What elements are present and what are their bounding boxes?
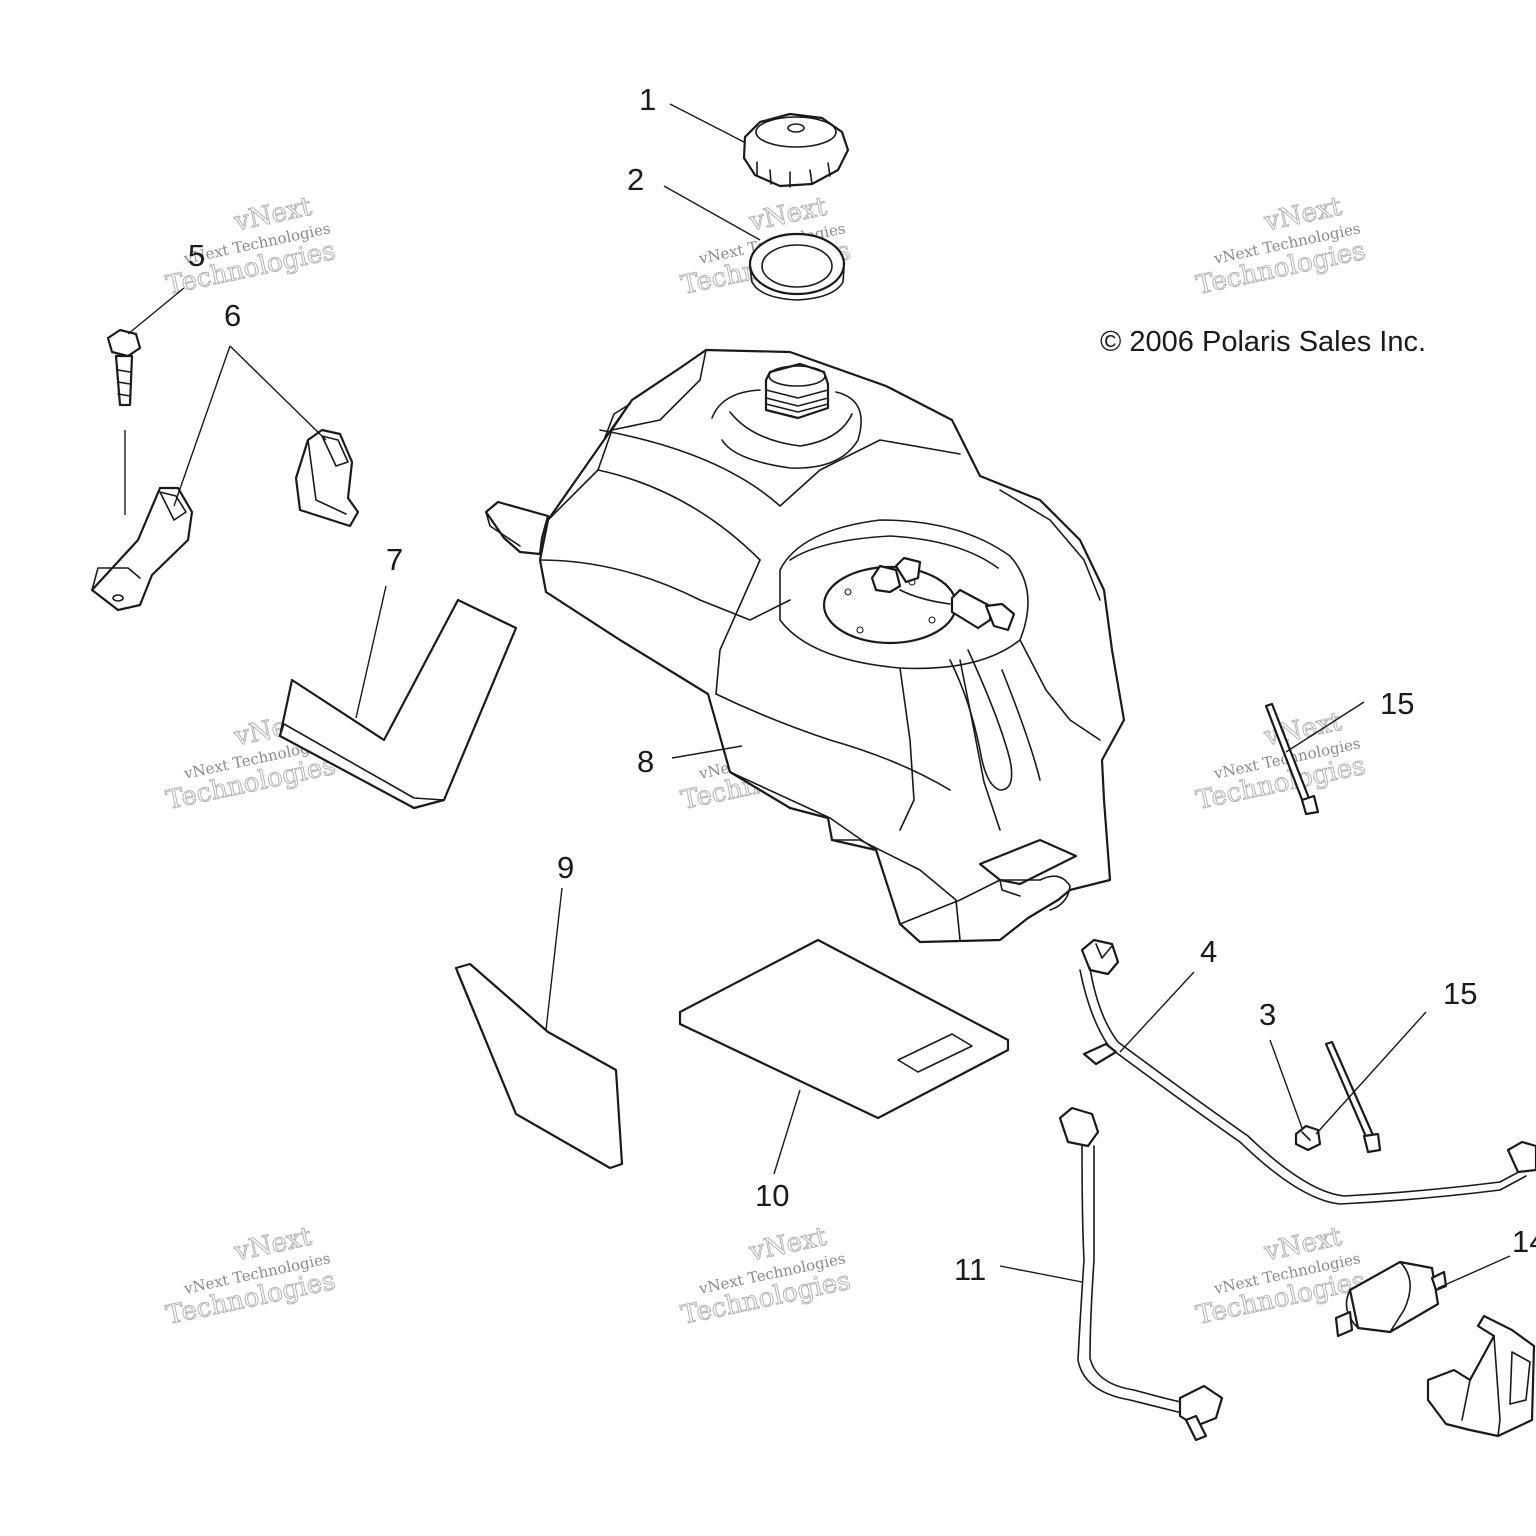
cable-tie-lower	[1324, 1040, 1382, 1154]
fuel-line-short	[1058, 1106, 1224, 1442]
fuel-filter	[1334, 1260, 1448, 1338]
callout-5: 5	[188, 238, 205, 273]
tank-pad-small	[454, 962, 624, 1170]
callout-7: 7	[386, 542, 403, 577]
leader-11	[999, 1265, 1083, 1283]
watermark-bottom-right: vNext vNext Technologies Technologies	[1193, 1221, 1369, 1331]
tank-shield-plate	[678, 938, 1010, 1120]
hose-clamp	[1294, 1124, 1322, 1152]
callout-6: 6	[224, 298, 241, 333]
leader-9	[545, 887, 563, 1031]
leader-4	[1119, 971, 1195, 1053]
fuel-tank	[484, 348, 1126, 944]
watermark-bottom-left: vNext vNext Technologies Technologies	[163, 1221, 339, 1331]
leader-5	[127, 287, 185, 335]
leader-3	[1269, 1039, 1303, 1129]
callout-4: 4	[1200, 934, 1217, 969]
cable-tie-upper	[1264, 702, 1320, 816]
leader-15b	[1315, 1011, 1427, 1135]
leader-2	[663, 185, 761, 241]
leader-7	[355, 585, 387, 719]
callout-numbers: 1 2 3 4 5 6 7 8 9 10 11 14 15 15	[188, 82, 1536, 1287]
leader-lines	[127, 103, 1511, 1289]
callout-15-lower: 15	[1443, 976, 1477, 1011]
callout-14: 14	[1512, 1224, 1536, 1259]
leader-6a	[173, 345, 231, 507]
callout-8: 8	[637, 744, 654, 779]
leader-8	[671, 745, 743, 759]
copyright-notice: © 2006 Polaris Sales Inc.	[1100, 326, 1426, 358]
callout-10: 10	[755, 1178, 789, 1213]
callout-2: 2	[627, 162, 644, 197]
fuel-cap	[742, 112, 850, 188]
fuel-line-long	[1079, 938, 1536, 1205]
callout-9: 9	[557, 850, 574, 885]
leader-10	[773, 1089, 801, 1175]
callout-11: 11	[954, 1252, 986, 1287]
fuel-filter-clip	[1426, 1314, 1536, 1438]
mounting-bolt	[106, 328, 142, 515]
callout-3: 3	[1259, 997, 1276, 1032]
leader-15a	[1285, 701, 1365, 753]
watermark-bottom-center: vNext vNext Technologies Technologies	[678, 1221, 854, 1331]
tank-bracket-left	[90, 486, 194, 612]
fuel-cap-gasket	[748, 232, 846, 301]
tank-pad-l	[278, 598, 518, 810]
watermark-top-right: vNext vNext Technologies Technologies	[1193, 191, 1369, 301]
leader-1	[669, 103, 745, 143]
callout-1: 1	[639, 82, 656, 117]
leader-6b	[229, 345, 327, 441]
callout-15-upper: 15	[1380, 686, 1414, 721]
tank-bracket-right	[294, 428, 360, 528]
watermark-top-left: vNext vNext Technologies Technologies	[163, 191, 339, 301]
leader-14	[1437, 1255, 1511, 1289]
